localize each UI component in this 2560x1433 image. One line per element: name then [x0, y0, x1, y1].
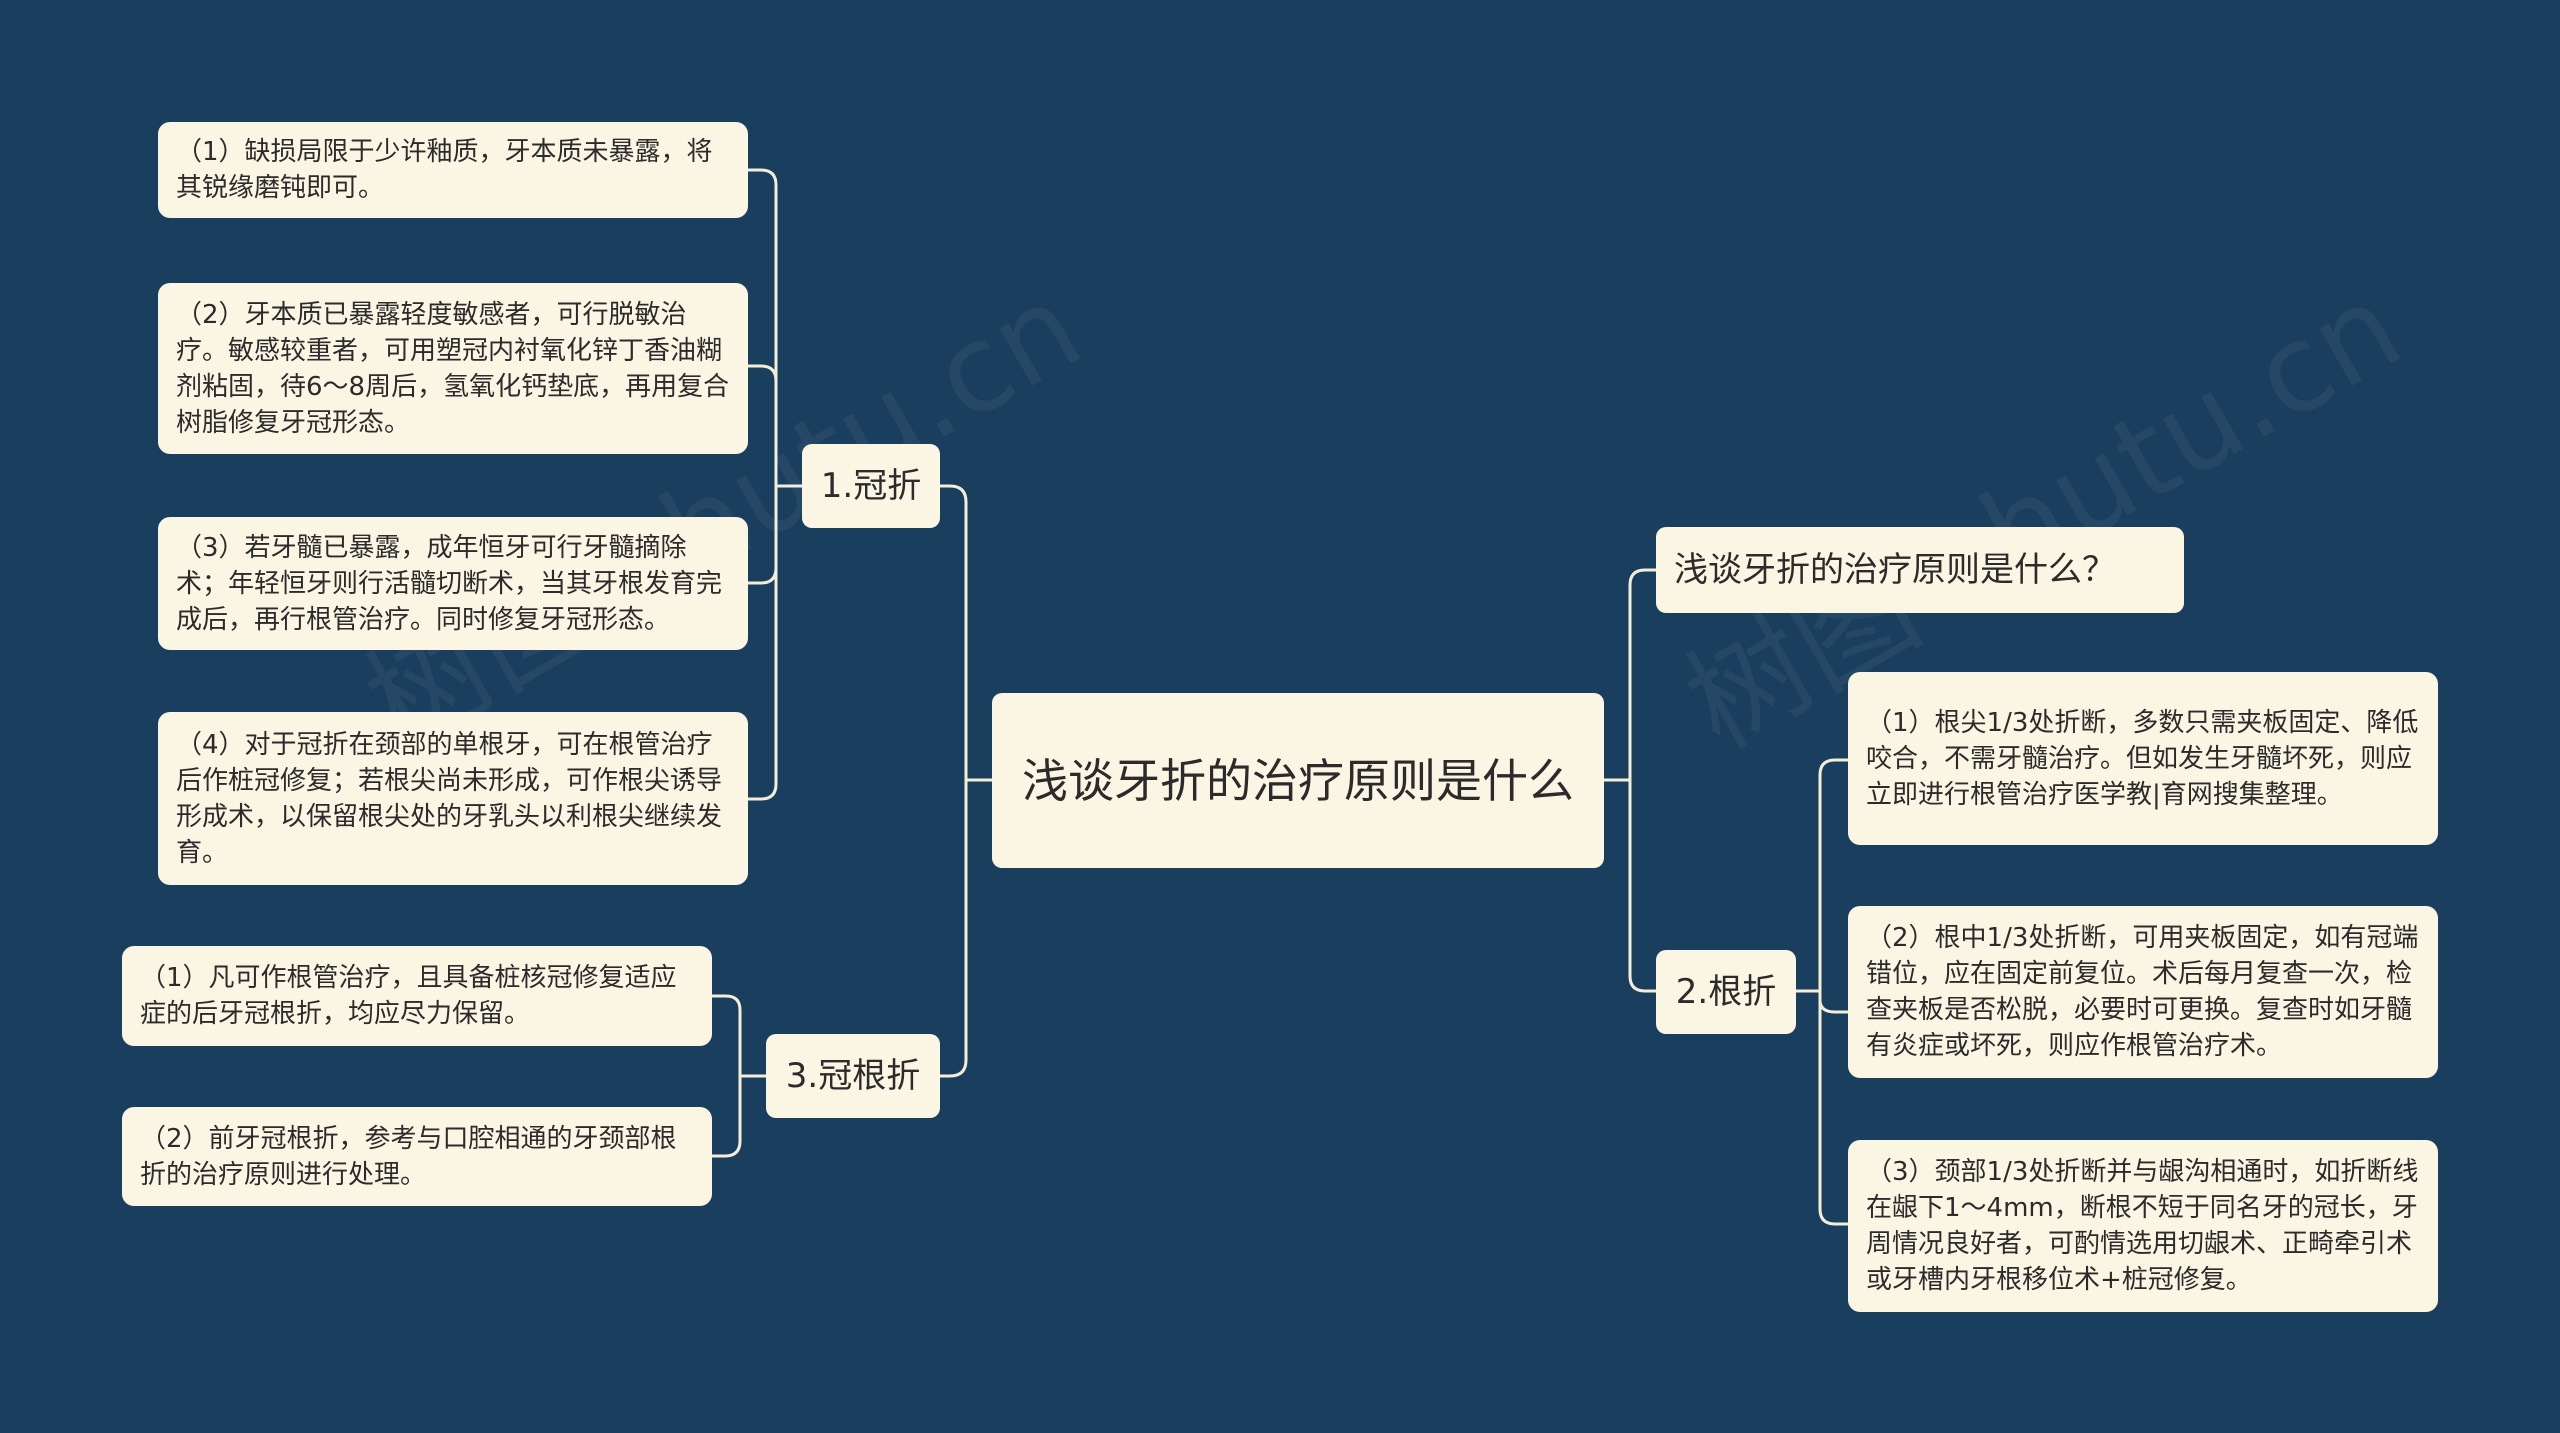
branch-question[interactable]: 浅谈牙折的治疗原则是什么？	[1656, 527, 2184, 613]
connector-crown-to-leaf4	[746, 484, 778, 801]
branch-crown-fracture[interactable]: 1.冠折	[802, 444, 940, 528]
leaf-text: （3）若牙髓已暴露，成年恒牙可行牙髓摘除术；年轻恒牙则行活髓切断术，当其牙根发育…	[176, 532, 723, 635]
leaf-text: （1）缺损局限于少许釉质，牙本质未暴露，将其锐缘磨钝即可。	[176, 137, 713, 203]
branch-label: 1.冠折	[820, 466, 922, 506]
connector-root-to-rootfracture	[1628, 778, 1658, 993]
branch-root-fracture[interactable]: 2.根折	[1656, 950, 1796, 1034]
branch-label: 2.根折	[1675, 972, 1777, 1012]
branch-label: 3.冠根折	[785, 1056, 921, 1096]
connector-crownroot-to-leaf1	[710, 994, 742, 1078]
leaf-text: （3）颈部1/3处折断并与龈沟相通时，如折断线在龈下1～4mm，断根不短于同名牙…	[1866, 1157, 2419, 1295]
connector-crownroot-to-leaf2	[710, 1074, 742, 1158]
leaf-rootfracture-3[interactable]: （3）颈部1/3处折断并与龈沟相通时，如折断线在龈下1～4mm，断根不短于同名牙…	[1848, 1140, 2438, 1312]
connector-crown-to-leaf2	[746, 364, 778, 488]
leaf-crown-2[interactable]: （2）牙本质已暴露轻度敏感者，可行脱敏治疗。敏感较重者，可用塑冠内衬氧化锌丁香油…	[158, 283, 748, 454]
leaf-crown-1[interactable]: （1）缺损局限于少许釉质，牙本质未暴露，将其锐缘磨钝即可。	[158, 122, 748, 218]
branch-label: 浅谈牙折的治疗原则是什么？	[1674, 550, 2116, 590]
connector-crown-to-leaf3	[746, 484, 778, 585]
leaf-crown-4[interactable]: （4）对于冠折在颈部的单根牙，可在根管治疗后作桩冠修复；若根尖尚未形成，可作根尖…	[158, 712, 748, 885]
leaf-rootfracture-2[interactable]: （2）根中1/3处折断，可用夹板固定，如有冠端错位，应在固定前复位。术后每月复查…	[1848, 906, 2438, 1078]
leaf-crownroot-2[interactable]: （2）前牙冠根折，参考与口腔相通的牙颈部根折的治疗原则进行处理。	[122, 1107, 712, 1206]
leaf-text: （2）牙本质已暴露轻度敏感者，可行脱敏治疗。敏感较重者，可用塑冠内衬氧化锌丁香油…	[176, 299, 730, 438]
leaf-text: （4）对于冠折在颈部的单根牙，可在根管治疗后作桩冠修复；若根尖尚未形成，可作根尖…	[176, 729, 723, 868]
leaf-text: （1）凡可作根管治疗，且具备桩核冠修复适应症的后牙冠根折，均应尽力保留。	[140, 963, 677, 1029]
leaf-text: （2）根中1/3处折断，可用夹板固定，如有冠端错位，应在固定前复位。术后每月复查…	[1866, 923, 2419, 1061]
leaf-text: （1）根尖1/3处折断，多数只需夹板固定、降低咬合，不需牙髓治疗。但如发生牙髓坏…	[1866, 707, 2419, 810]
connector-root-to-question	[1628, 568, 1658, 782]
root-title: 浅谈牙折的治疗原则是什么	[1022, 753, 1574, 808]
root-node[interactable]: 浅谈牙折的治疗原则是什么	[992, 693, 1604, 868]
connector-rootfracture-to-leaf2	[1818, 989, 1850, 1014]
connector-rootfracture-to-leaf1	[1818, 758, 1850, 993]
connector-rootfracture-to-leaf3	[1818, 989, 1850, 1226]
connector-crown-to-leaf1	[746, 168, 778, 488]
connector-root-to-crown	[938, 484, 968, 782]
branch-crown-root-fracture[interactable]: 3.冠根折	[766, 1034, 940, 1118]
leaf-rootfracture-1[interactable]: （1）根尖1/3处折断，多数只需夹板固定、降低咬合，不需牙髓治疗。但如发生牙髓坏…	[1848, 672, 2438, 845]
connector-root-to-crownroot	[938, 778, 968, 1078]
leaf-crownroot-1[interactable]: （1）凡可作根管治疗，且具备桩核冠修复适应症的后牙冠根折，均应尽力保留。	[122, 946, 712, 1046]
leaf-text: （2）前牙冠根折，参考与口腔相通的牙颈部根折的治疗原则进行处理。	[140, 1123, 677, 1190]
leaf-crown-3[interactable]: （3）若牙髓已暴露，成年恒牙可行牙髓摘除术；年轻恒牙则行活髓切断术，当其牙根发育…	[158, 517, 748, 650]
